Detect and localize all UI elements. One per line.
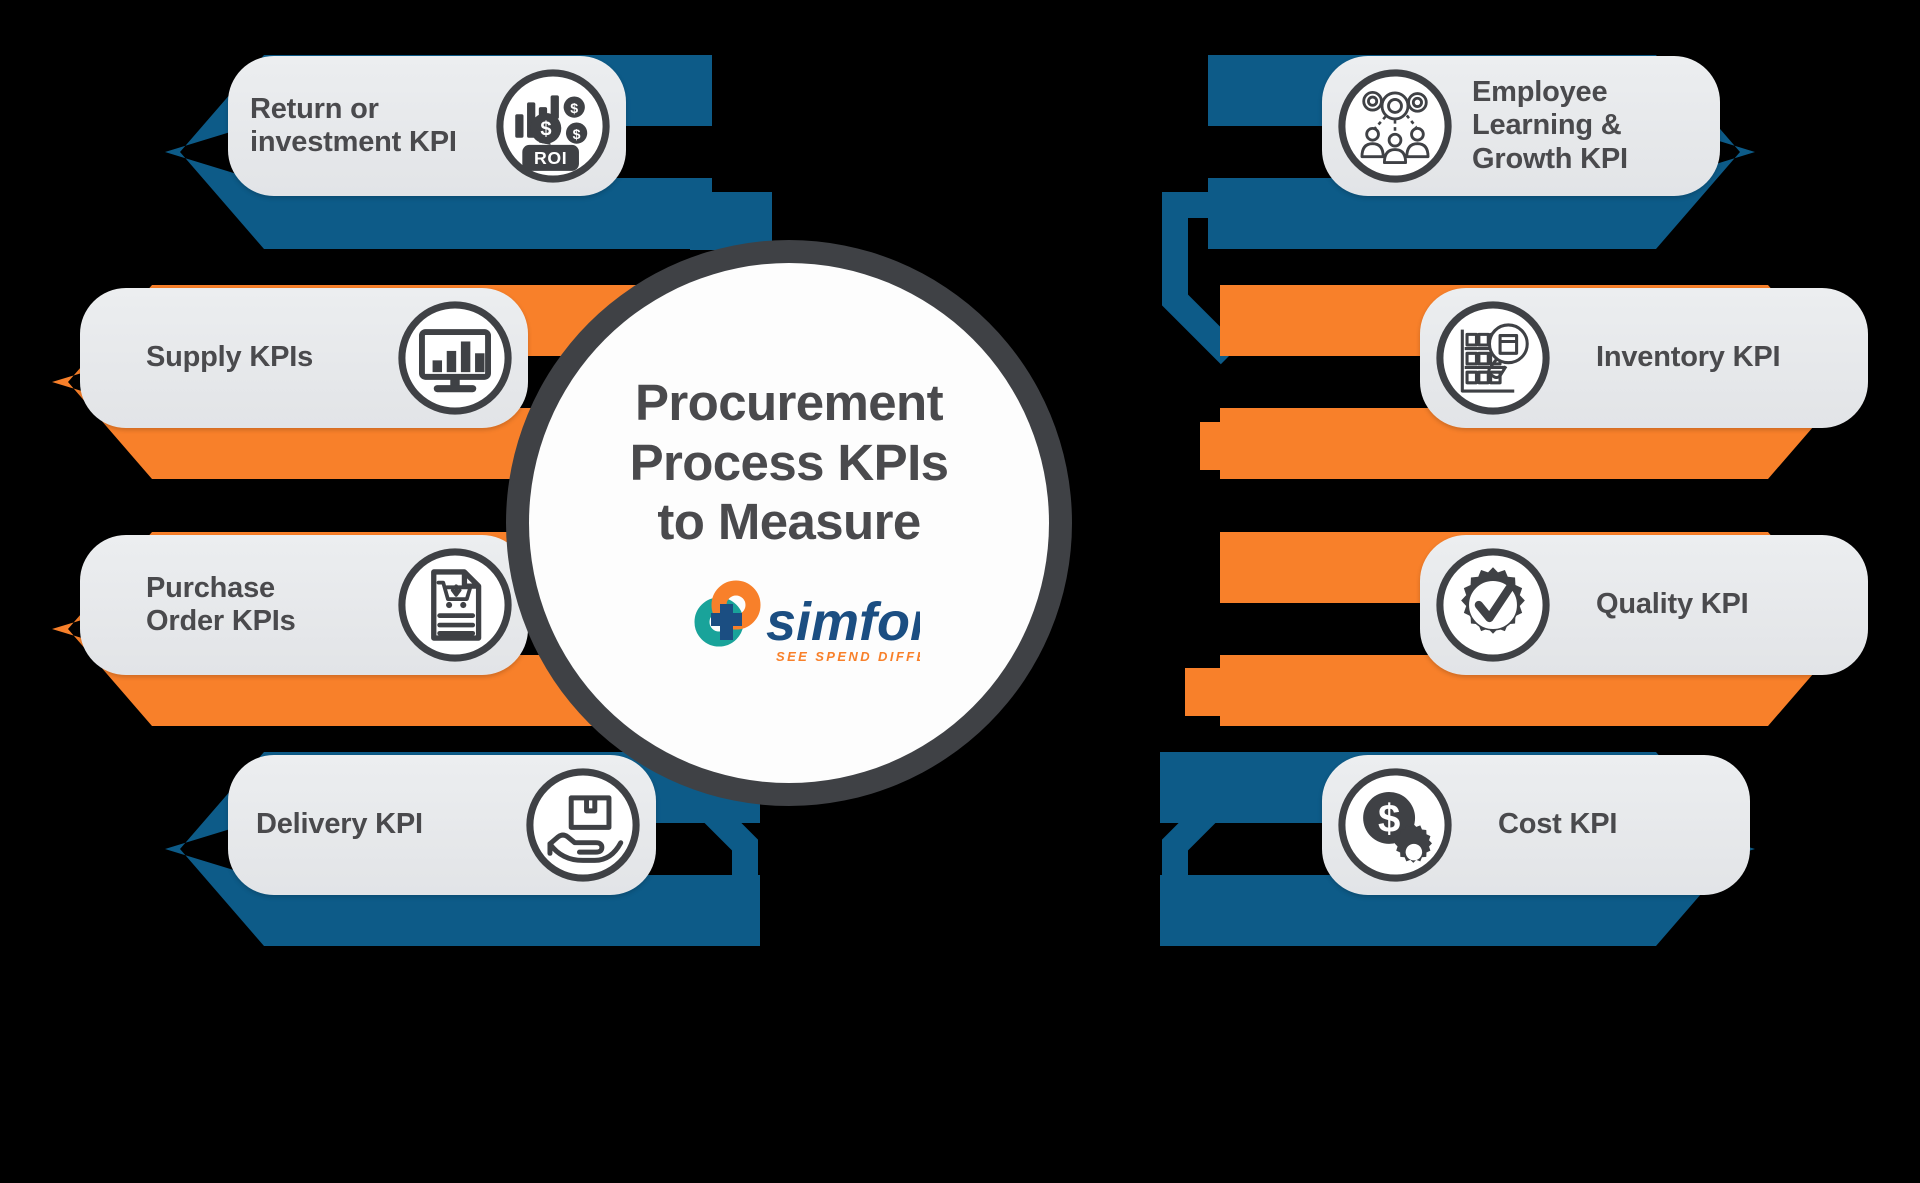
- connector-quality-bar: [1185, 668, 1320, 716]
- panel-supply-label: Supply KPIs: [146, 341, 313, 374]
- simfoni-logo-mark: [694, 580, 761, 647]
- purchase-order-document-icon: [396, 546, 514, 664]
- page-title-line-2: Process KPIs: [629, 433, 949, 491]
- panel-roi-label: Return or investment KPI: [250, 92, 457, 158]
- page-title-line-3: to Measure: [657, 493, 921, 551]
- center-disc: Procurement Process KPIs to Measure simf…: [529, 263, 1049, 783]
- panel-inventory[interactable]: Inventory KPI: [1420, 288, 1868, 428]
- shelf-magnifier-icon: [1434, 299, 1552, 417]
- panel-roi[interactable]: Return or investment KPI $ $: [228, 56, 626, 196]
- hand-package-delivery-icon: [524, 766, 642, 884]
- gear-checkmark-badge-icon: [1434, 546, 1552, 664]
- panel-learning-label: Employee Learning & Growth KPI: [1472, 76, 1628, 175]
- roi-chart-coins-icon: $ $ $ ROI: [494, 67, 612, 185]
- center-hub: Procurement Process KPIs to Measure simf…: [506, 240, 1072, 806]
- connector-delivery-path: [680, 780, 758, 913]
- simfoni-wordmark: simfoni: [766, 592, 920, 652]
- connector-learning-path: [1162, 192, 1240, 365]
- dollar-coin-gear-icon: $: [1336, 766, 1454, 884]
- page-title-line-1: Procurement: [634, 374, 944, 432]
- panel-quality[interactable]: Quality KPI: [1420, 535, 1868, 675]
- connector-cost-path: [1162, 780, 1240, 913]
- panel-learning[interactable]: Employee Learning & Growth KPI: [1322, 56, 1720, 196]
- svg-text:$: $: [573, 127, 581, 143]
- gears-people-icon: [1336, 67, 1454, 185]
- monitor-bar-chart-icon: [396, 299, 514, 417]
- simfoni-logo: simfoni SEE SPEND DIFFERENTLY: [658, 576, 991, 673]
- panel-cost-label: Cost KPI: [1498, 808, 1618, 841]
- simfoni-tagline: SEE SPEND DIFFERENTLY: [776, 649, 920, 664]
- page-title: Procurement Process KPIs to Measure: [630, 373, 949, 552]
- svg-text:$: $: [570, 101, 578, 117]
- panel-supply[interactable]: Supply KPIs: [80, 288, 528, 428]
- panel-delivery-label: Delivery KPI: [256, 808, 423, 841]
- svg-text:$: $: [540, 118, 551, 140]
- connector-inventory-bar: [1200, 422, 1320, 470]
- panel-inventory-label: Inventory KPI: [1596, 341, 1781, 374]
- panel-purchase-label: Purchase Order KPIs: [146, 571, 296, 637]
- svg-text:$: $: [1378, 796, 1400, 841]
- panel-purchase[interactable]: Purchase Order KPIs: [80, 535, 528, 675]
- panel-cost[interactable]: $ Cost KPI: [1322, 755, 1750, 895]
- svg-text:ROI: ROI: [534, 148, 567, 168]
- panel-quality-label: Quality KPI: [1596, 588, 1749, 621]
- panel-delivery[interactable]: Delivery KPI: [228, 755, 656, 895]
